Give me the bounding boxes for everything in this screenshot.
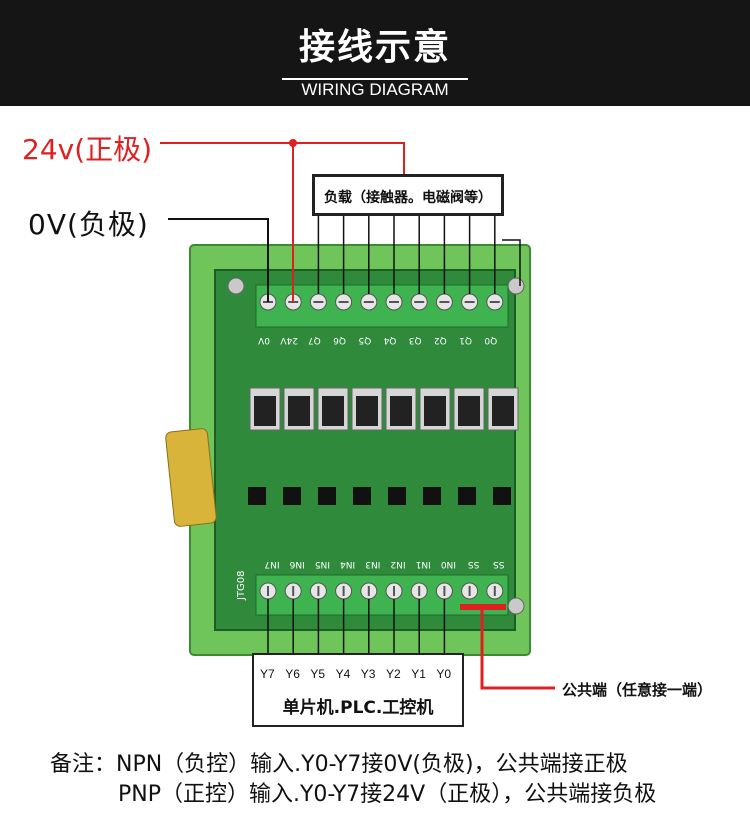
screw-icon xyxy=(507,277,525,295)
terminal-label-bottom: IN4 xyxy=(340,559,355,569)
controller-label: 单片机.PLC.工控机 xyxy=(282,698,434,718)
terminal-label-bottom: IN3 xyxy=(365,559,380,569)
terminal-label-bottom: SS xyxy=(468,559,480,569)
page-title: 接线示意 xyxy=(298,27,451,68)
title-underline xyxy=(282,78,468,80)
optocoupler-icon xyxy=(248,487,266,505)
terminal-label-bottom: IN6 xyxy=(289,559,304,569)
input-label-y6: Y6 xyxy=(285,667,300,681)
terminal-label-top: Q6 xyxy=(333,335,346,345)
mosfet-icon xyxy=(458,396,480,426)
mosfet-icon xyxy=(390,396,412,426)
mosfet-icon xyxy=(424,396,446,426)
optocoupler-icon xyxy=(353,487,371,505)
mosfet-icon xyxy=(322,396,344,426)
terminal-label-bottom: IN1 xyxy=(416,559,431,569)
controller-box xyxy=(252,653,464,727)
terminal-label-top: Q2 xyxy=(434,335,447,345)
common-label: 公共端（任意接一端） xyxy=(562,681,713,699)
input-label-y0: Y0 xyxy=(436,667,452,681)
header-banner: 接线示意 WIRING DIAGRAM xyxy=(0,0,750,106)
positive-junction xyxy=(289,139,297,147)
terminal-label-top: Q0 xyxy=(484,335,497,345)
positive-label: 24v(正极) xyxy=(22,133,153,166)
terminal-label-top: Q7 xyxy=(308,335,321,345)
note-pnp: PNP（正控）输入.Y0-Y7接24V（正极），公共端接负极 xyxy=(118,782,657,807)
pcb-board xyxy=(214,269,516,631)
load-box: 负载（接触器。电磁阀等） xyxy=(312,174,504,216)
input-label-y2: Y2 xyxy=(386,667,401,681)
optocoupler-icon xyxy=(388,487,406,505)
terminal-label-bottom: IN0 xyxy=(441,559,456,569)
mosfet-icon xyxy=(356,396,378,426)
mosfet-icon xyxy=(288,396,310,426)
mosfet-icon xyxy=(492,396,514,426)
input-label-y3: Y3 xyxy=(360,667,376,681)
terminal-label-top: Q3 xyxy=(409,335,422,345)
input-label-y4: Y4 xyxy=(335,667,351,681)
optocoupler-icon xyxy=(493,487,511,505)
negative-label: 0V(负极) xyxy=(28,208,149,241)
terminal-label-bottom: IN2 xyxy=(390,559,405,569)
common-wire xyxy=(480,610,555,690)
optocoupler-icon xyxy=(318,487,336,505)
negative-wire xyxy=(168,218,269,302)
input-label-y5: Y5 xyxy=(310,667,326,681)
terminal-label-top: Q5 xyxy=(358,335,371,345)
capacitor-icon xyxy=(165,428,217,527)
optocoupler-icon xyxy=(423,487,441,505)
load-label: 负载（接触器。电磁阀等） xyxy=(324,190,492,206)
terminal-label-top: 0V xyxy=(257,335,270,345)
screw-icon xyxy=(507,597,525,615)
page-subtitle: WIRING DIAGRAM xyxy=(301,80,449,99)
terminal-label-bottom: IN5 xyxy=(315,559,330,569)
screw-icon xyxy=(227,277,245,295)
terminal-label-top: Q4 xyxy=(383,335,396,345)
terminal-label-top: 24V xyxy=(280,335,298,345)
board-model: JTG08 xyxy=(236,570,247,601)
optocoupler-icon xyxy=(458,487,476,505)
input-label-y7: Y7 xyxy=(260,667,275,681)
terminal-label-bottom: SS xyxy=(493,559,505,569)
input-label-y1: Y1 xyxy=(411,667,426,681)
optocoupler-icon xyxy=(283,487,301,505)
positive-wire xyxy=(160,142,405,176)
mosfet-icon xyxy=(254,396,276,426)
terminal-label-top: Q1 xyxy=(459,335,472,345)
note-npn: 备注：NPN（负控）输入.Y0-Y7接0V(负极)，公共端接正极 xyxy=(50,752,628,777)
terminal-label-bottom: IN7 xyxy=(264,559,279,569)
